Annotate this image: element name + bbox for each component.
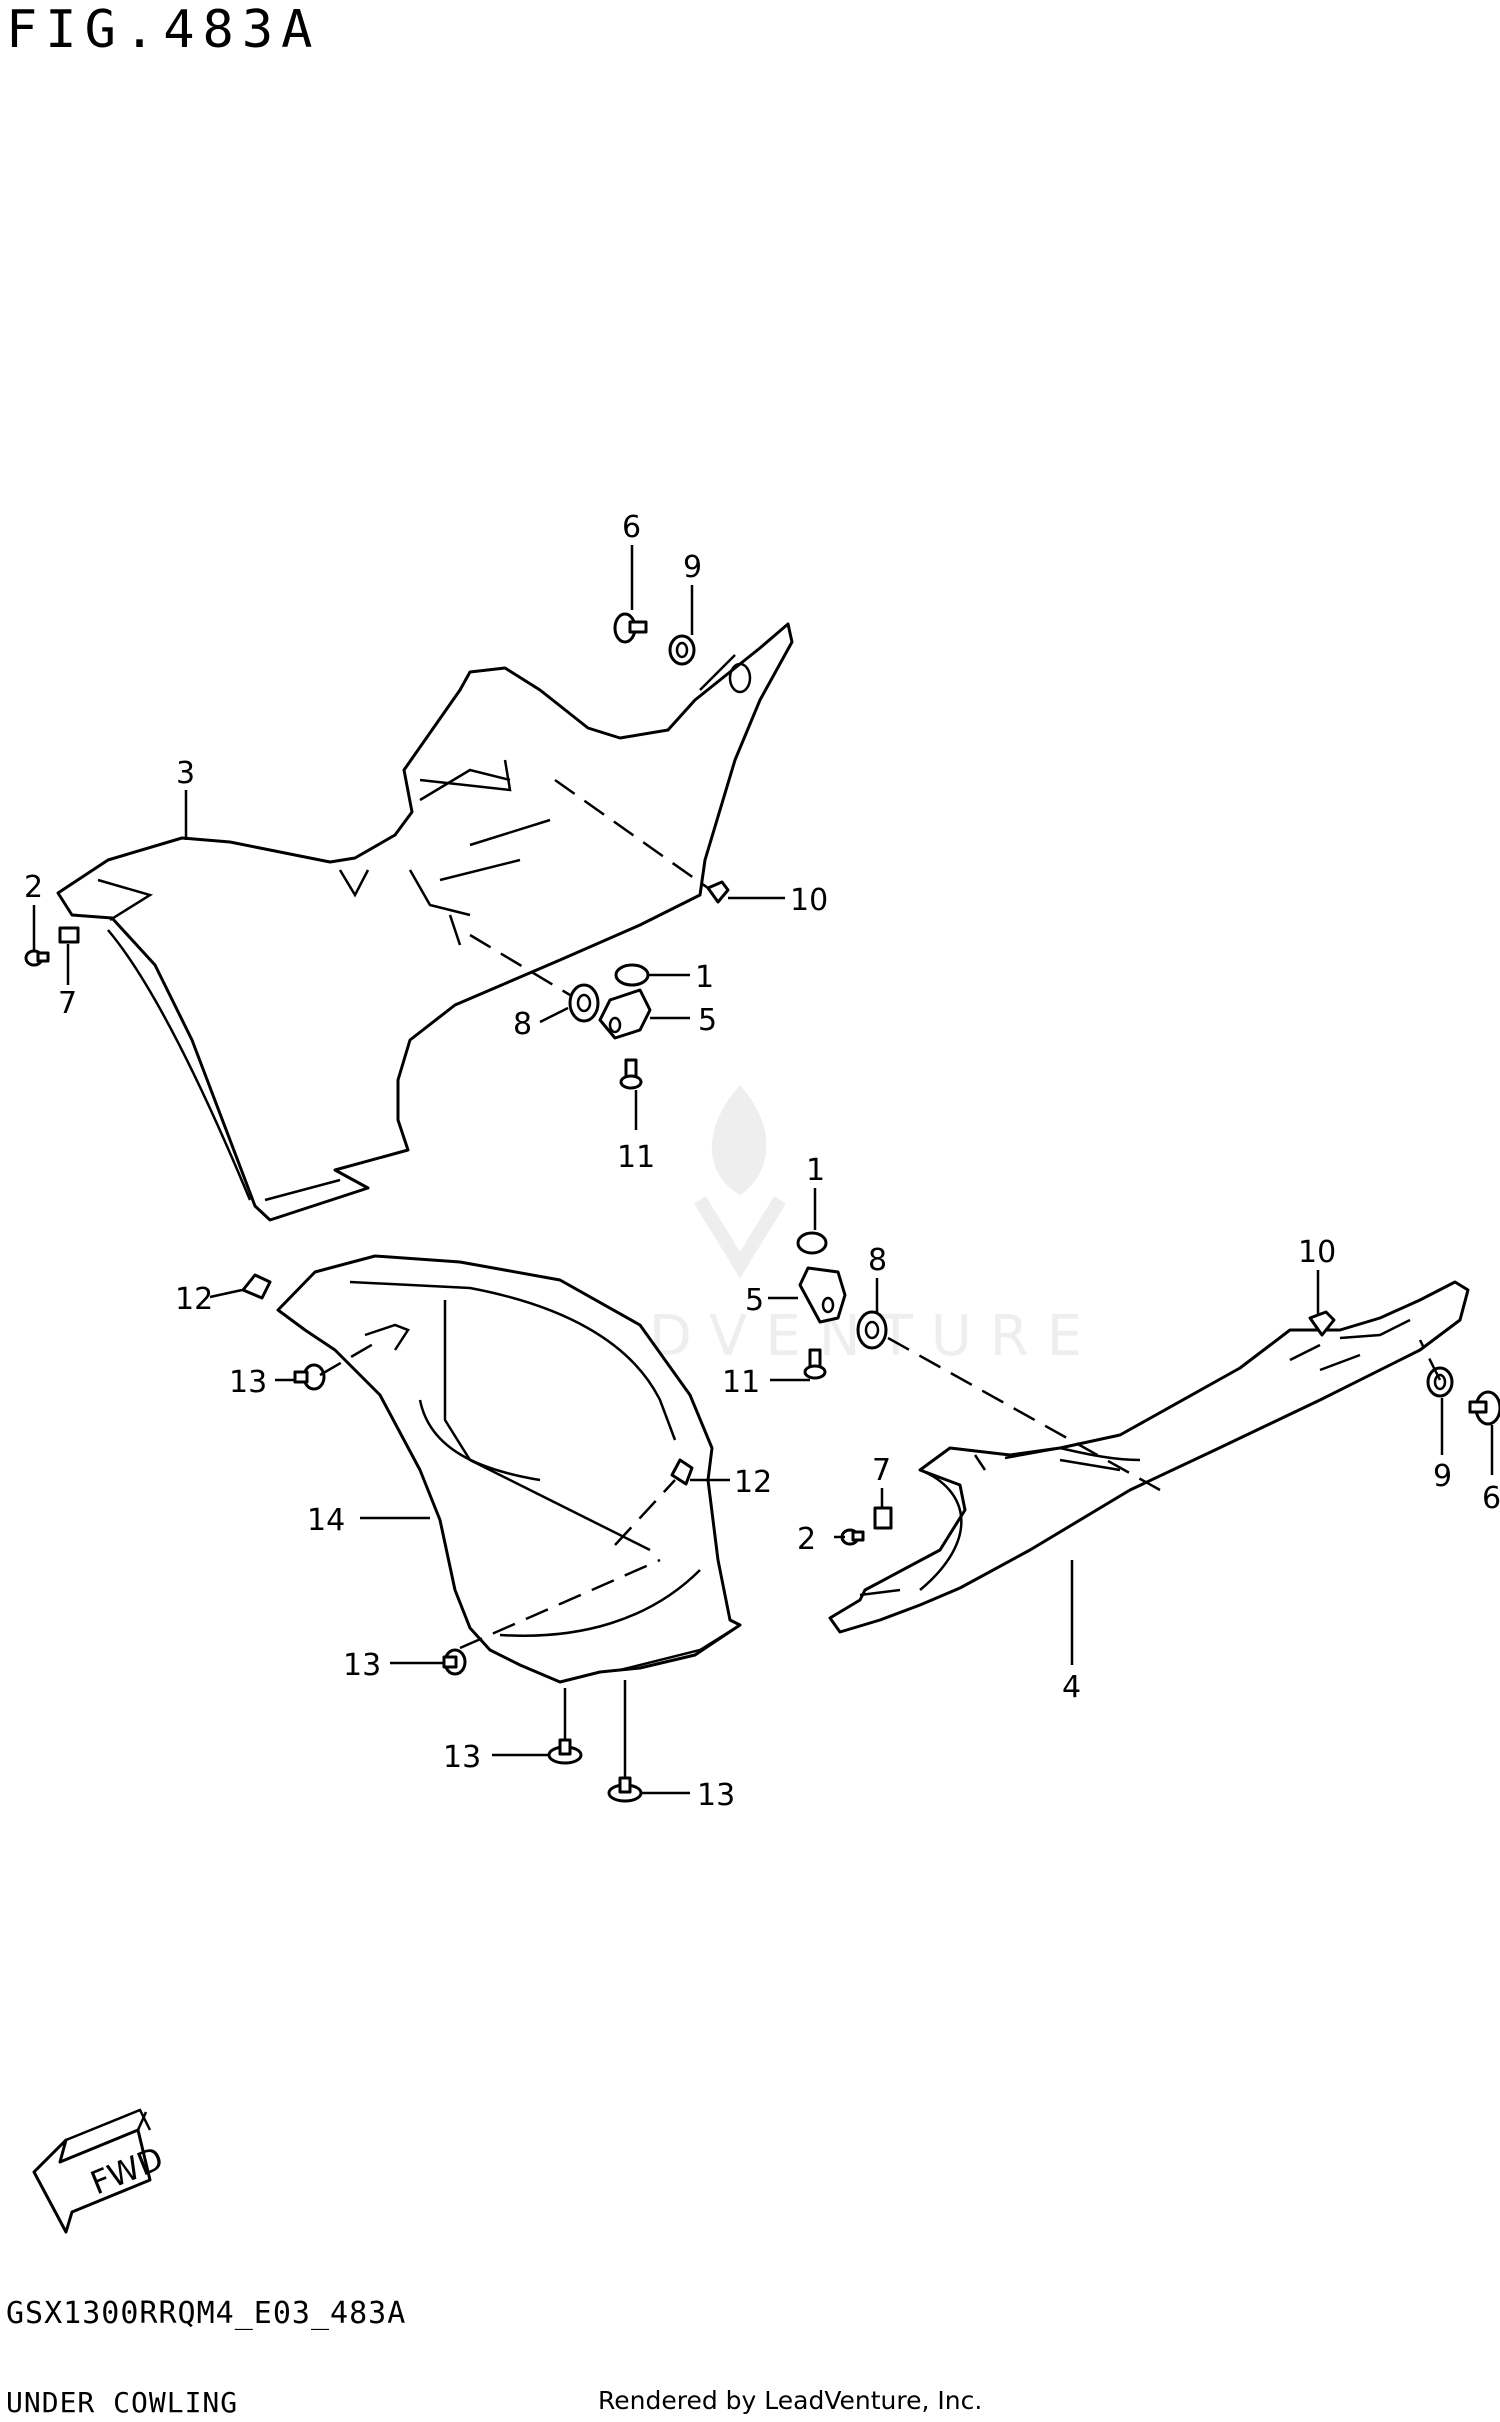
render-credit: Rendered by LeadVenture, Inc. bbox=[598, 2386, 983, 2415]
callout-8[interactable]: 8 bbox=[513, 1007, 532, 1042]
callout-14[interactable]: 14 bbox=[307, 1503, 345, 1538]
callout-1-lower[interactable]: 1 bbox=[806, 1153, 825, 1188]
callout-13-d[interactable]: 13 bbox=[697, 1778, 735, 1813]
part-3-under-cowling-left[interactable] bbox=[56, 622, 794, 1222]
callout-labels: 6 9 3 2 7 10 1 8 5 11 1 5 8 11 10 12 13 … bbox=[24, 510, 1500, 1813]
figure-title: FIG.483A bbox=[6, 0, 321, 60]
callout-9[interactable]: 9 bbox=[683, 550, 702, 585]
callout-3[interactable]: 3 bbox=[176, 756, 195, 791]
callout-12-right[interactable]: 12 bbox=[734, 1465, 772, 1500]
leader-lines bbox=[32, 545, 1494, 1795]
part-1-nut-upper[interactable] bbox=[614, 963, 650, 987]
hardware-parts bbox=[24, 612, 1500, 1803]
callout-12[interactable]: 12 bbox=[175, 1282, 213, 1317]
callout-13-b[interactable]: 13 bbox=[343, 1648, 381, 1683]
part-8-grommet-lower[interactable] bbox=[856, 1310, 888, 1350]
callout-9-lower[interactable]: 9 bbox=[1433, 1459, 1452, 1494]
callout-5-lower[interactable]: 5 bbox=[745, 1283, 764, 1318]
callout-11-lower[interactable]: 11 bbox=[722, 1365, 760, 1400]
part-13-rivet-b[interactable] bbox=[442, 1648, 467, 1676]
callout-1[interactable]: 1 bbox=[695, 960, 714, 995]
part-8-grommet-upper[interactable] bbox=[568, 983, 600, 1023]
part-11-screw-upper[interactable] bbox=[619, 1058, 643, 1090]
part-10-clip-upper[interactable] bbox=[706, 880, 730, 904]
callout-6-lower[interactable]: 6 bbox=[1482, 1481, 1500, 1516]
fwd-direction-badge: FWD bbox=[32, 2108, 169, 2234]
callout-5[interactable]: 5 bbox=[698, 1003, 717, 1038]
part-12-clip-right[interactable] bbox=[670, 1458, 694, 1486]
callout-11[interactable]: 11 bbox=[617, 1140, 655, 1175]
callout-8-lower[interactable]: 8 bbox=[868, 1243, 887, 1278]
callout-13-c[interactable]: 13 bbox=[443, 1740, 481, 1775]
part-13-rivet-d[interactable] bbox=[607, 1776, 643, 1803]
part-14-inner-cowling[interactable] bbox=[276, 1254, 742, 1684]
part-2-screw-upper[interactable] bbox=[24, 949, 50, 967]
part-12-clip-upper[interactable] bbox=[241, 1273, 272, 1300]
assembly-lines bbox=[319, 778, 1442, 1650]
part-13-rivet-c[interactable] bbox=[547, 1738, 583, 1765]
part-13-rivet-a[interactable] bbox=[293, 1363, 326, 1391]
part-7-nut-upper[interactable] bbox=[58, 926, 80, 944]
part-9-grommet-upper[interactable] bbox=[668, 634, 696, 666]
callout-2-lower[interactable]: 2 bbox=[797, 1522, 816, 1557]
callout-6[interactable]: 6 bbox=[622, 510, 641, 545]
part-10-clip-lower[interactable] bbox=[1308, 1310, 1336, 1337]
part-9-grommet-lower[interactable] bbox=[1426, 1366, 1454, 1398]
callout-13[interactable]: 13 bbox=[229, 1365, 267, 1400]
callout-4[interactable]: 4 bbox=[1062, 1670, 1081, 1705]
part-4-under-cowling-right[interactable] bbox=[828, 1280, 1470, 1634]
part-11-screw-lower[interactable] bbox=[803, 1348, 827, 1380]
diagram-code: GSX1300RRQM4_E03_483A bbox=[6, 2296, 407, 2331]
callout-10-lower[interactable]: 10 bbox=[1298, 1235, 1336, 1270]
part-5-bracket-lower[interactable] bbox=[798, 1266, 847, 1324]
part-1-nut-lower[interactable] bbox=[796, 1231, 828, 1255]
callout-2[interactable]: 2 bbox=[24, 870, 43, 905]
part-5-bracket-upper[interactable] bbox=[598, 988, 652, 1040]
part-6-screw-upper[interactable] bbox=[613, 612, 648, 644]
callout-7[interactable]: 7 bbox=[58, 986, 77, 1021]
callout-7-lower[interactable]: 7 bbox=[872, 1453, 891, 1488]
diagram-name: UNDER COWLING bbox=[6, 2386, 239, 2419]
part-6-screw-lower[interactable] bbox=[1468, 1390, 1500, 1426]
part-7-nut-lower[interactable] bbox=[873, 1506, 893, 1530]
callout-10[interactable]: 10 bbox=[790, 883, 828, 918]
part-2-screw-lower[interactable] bbox=[840, 1528, 865, 1546]
